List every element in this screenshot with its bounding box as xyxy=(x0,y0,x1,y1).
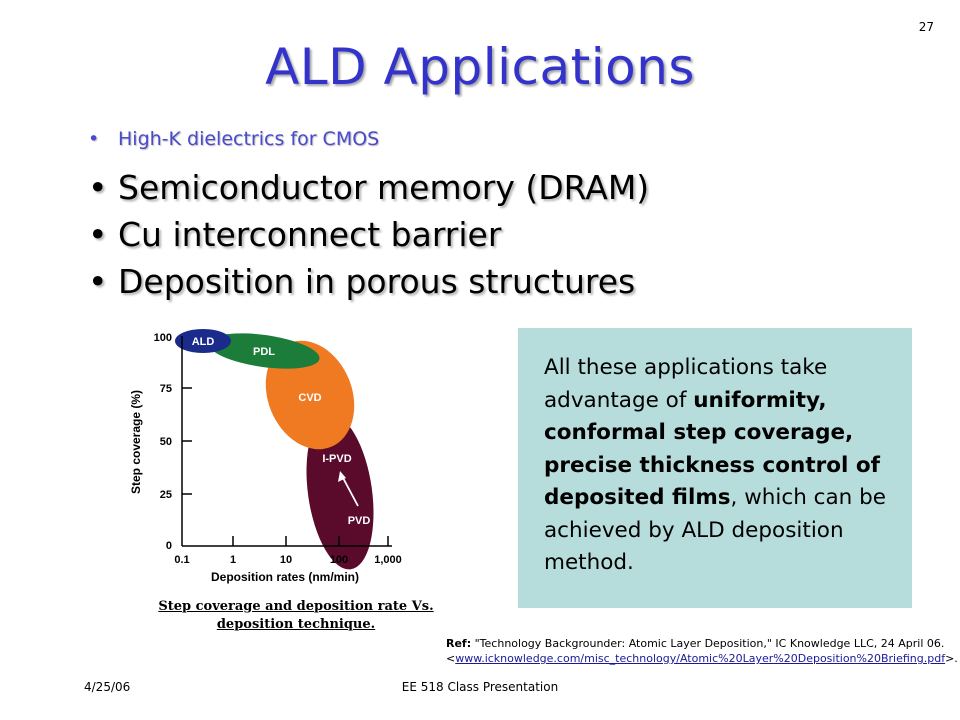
arrowhead-icon xyxy=(338,471,346,482)
x-axis-label: Deposition rates (nm/min) xyxy=(211,570,359,584)
region-ivpd-pvd xyxy=(306,414,374,570)
info-text-outro: , which can be achieved by ALD depositio… xyxy=(544,485,887,575)
bullet-item-porous: • Deposition in porous structures xyxy=(84,262,649,301)
x-tick-label: 1 xyxy=(230,554,236,566)
x-tick-label: 1,000 xyxy=(374,554,402,566)
arrow-icon xyxy=(341,475,359,507)
bullet-icon: • xyxy=(88,128,100,150)
region-ald xyxy=(175,329,231,353)
slide-title: ALD Applications xyxy=(265,38,695,96)
info-text-bold: uniformity, conformal step coverage, pre… xyxy=(544,387,880,511)
region-label-pdl: PDL xyxy=(253,346,275,358)
bullet-icon: • xyxy=(88,262,108,301)
info-text-intro: All these applications take advantage of xyxy=(544,355,828,413)
step-coverage-chart: 100 75 50 25 0 0.1 1 10 100 1,000 Deposi… xyxy=(120,322,420,592)
chart-caption-line: deposition technique. xyxy=(216,617,376,632)
bullet-item-high-k: • High-K dielectrics for CMOS xyxy=(84,128,649,150)
chart-svg: 100 75 50 25 0 0.1 1 10 100 1,000 Deposi… xyxy=(129,329,402,584)
x-tick-label: 10 xyxy=(280,554,292,566)
chart-caption-line: Step coverage and deposition rate Vs. xyxy=(158,599,434,614)
region-label-ipvd: I-PVD xyxy=(322,453,351,465)
x-tick-label: 100 xyxy=(330,554,348,566)
footer-title: EE 518 Class Presentation xyxy=(401,680,559,694)
bullet-text: Semiconductor memory (DRAM) xyxy=(118,168,650,207)
reference-link[interactable]: www.icknowledge.com/misc_technology/Atom… xyxy=(455,652,946,665)
y-tick-label: 25 xyxy=(160,489,172,501)
info-box: All these applications take advantage of… xyxy=(518,328,912,608)
y-tick-label: 100 xyxy=(154,332,172,344)
bullet-text: Deposition in porous structures xyxy=(118,262,636,301)
bullet-icon: • xyxy=(88,168,108,207)
y-axis-label: Step coverage (%) xyxy=(129,390,143,494)
bullet-icon: • xyxy=(88,215,108,254)
region-label-cvd: CVD xyxy=(298,392,321,404)
bullet-item-cu-barrier: • Cu interconnect barrier xyxy=(84,215,649,254)
reference-text: "Technology Backgrounder: Atomic Layer D… xyxy=(471,637,945,650)
y-tick-label: 75 xyxy=(160,383,172,395)
footer-date: 4/25/06 xyxy=(84,680,131,694)
reference: Ref: "Technology Backgrounder: Atomic La… xyxy=(446,636,958,666)
reference-bracket: >. xyxy=(945,652,958,665)
region-label-pvd: PVD xyxy=(348,515,371,527)
reference-label: Ref: xyxy=(446,637,472,650)
bullet-text: High-K dielectrics for CMOS xyxy=(118,128,380,150)
region-label-ald: ALD xyxy=(192,336,215,348)
y-tick-label: 0 xyxy=(166,540,172,552)
bullet-text: Cu interconnect barrier xyxy=(118,215,502,254)
bullet-item-dram: • Semiconductor memory (DRAM) xyxy=(84,168,649,207)
page-number: 27 xyxy=(918,20,934,34)
x-tick-label: 0.1 xyxy=(174,554,189,566)
chart-caption: Step coverage and deposition rate Vs. de… xyxy=(126,598,466,634)
info-text: All these applications take advantage of… xyxy=(544,352,894,580)
reference-bracket: < xyxy=(446,652,456,665)
bullet-list: • High-K dielectrics for CMOS • Semicond… xyxy=(84,128,649,309)
region-pdl xyxy=(208,333,320,369)
y-tick-label: 50 xyxy=(160,436,172,448)
